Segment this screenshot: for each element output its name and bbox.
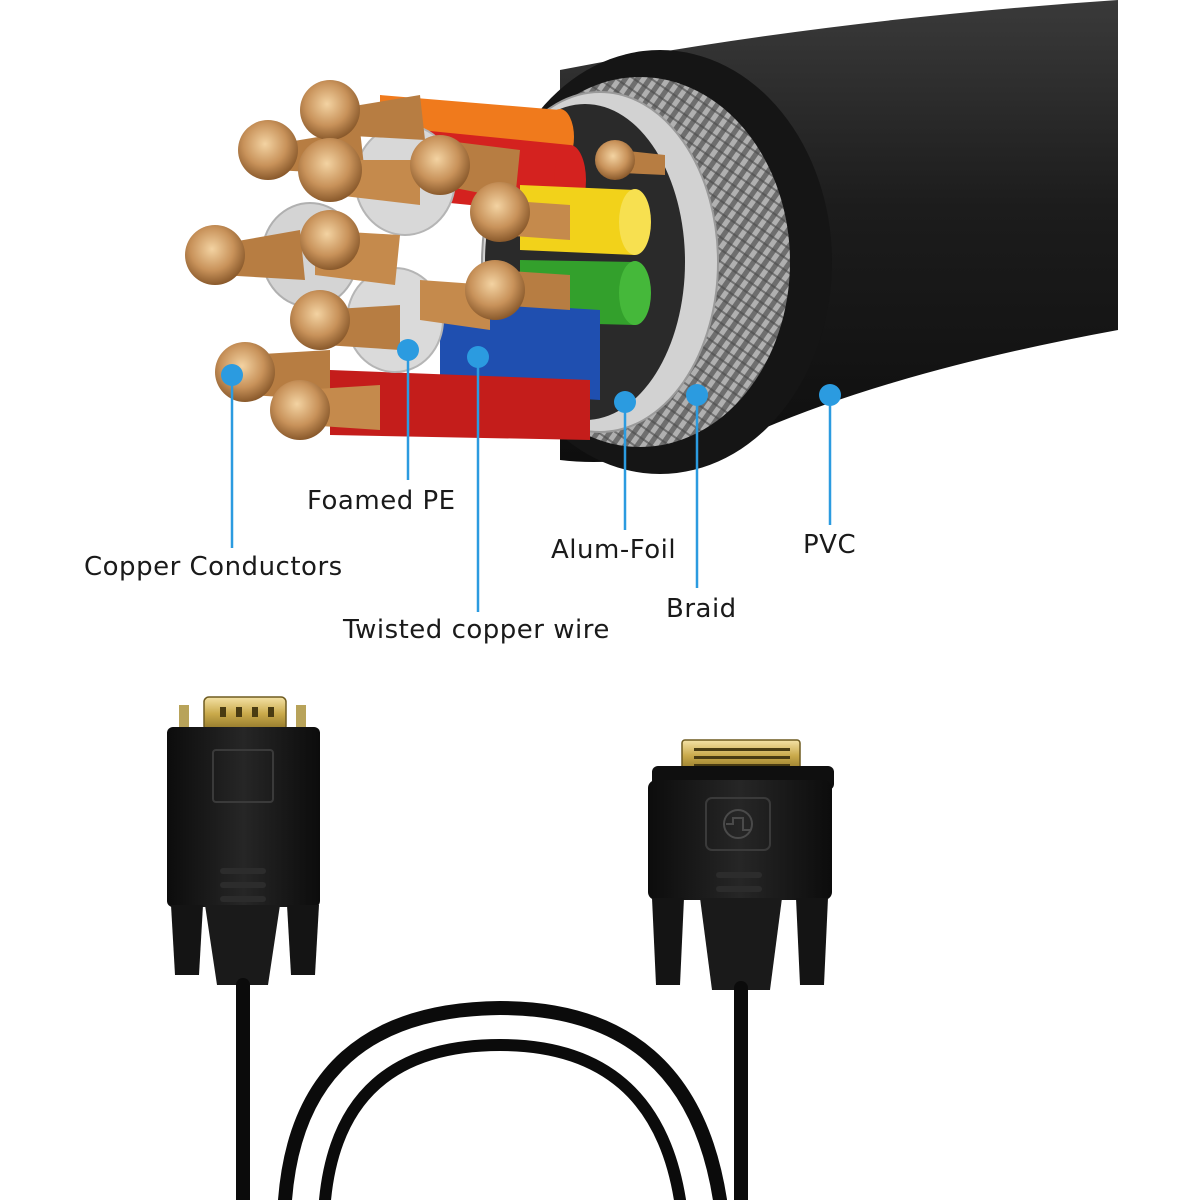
callout-dot-twisted (467, 346, 489, 368)
callout-dot-copper (221, 364, 243, 386)
label-twisted-copper-wire: Twisted copper wire (343, 615, 610, 645)
callout-dot-alum-foil (614, 391, 636, 413)
cable-cross-section (185, 0, 1118, 474)
callouts (221, 339, 841, 612)
dvi-body (648, 780, 832, 900)
label-pvc: PVC (803, 530, 857, 560)
cable-loop (236, 978, 748, 1204)
dvi-connector (648, 739, 834, 990)
callout-dot-pvc (819, 384, 841, 406)
vga-connector (167, 696, 320, 985)
label-copper-conductors: Copper Conductors (84, 552, 343, 582)
copper-conductor-ends (185, 80, 635, 440)
callout-dot-foamed-pe (397, 339, 419, 361)
label-alum-foil: Alum-Foil (551, 535, 677, 565)
dvi-logo-icon (723, 809, 753, 839)
label-foamed-pe: Foamed PE (307, 486, 456, 516)
callout-dot-braid (686, 384, 708, 406)
vga-body (167, 727, 320, 907)
label-braid: Braid (666, 594, 737, 624)
